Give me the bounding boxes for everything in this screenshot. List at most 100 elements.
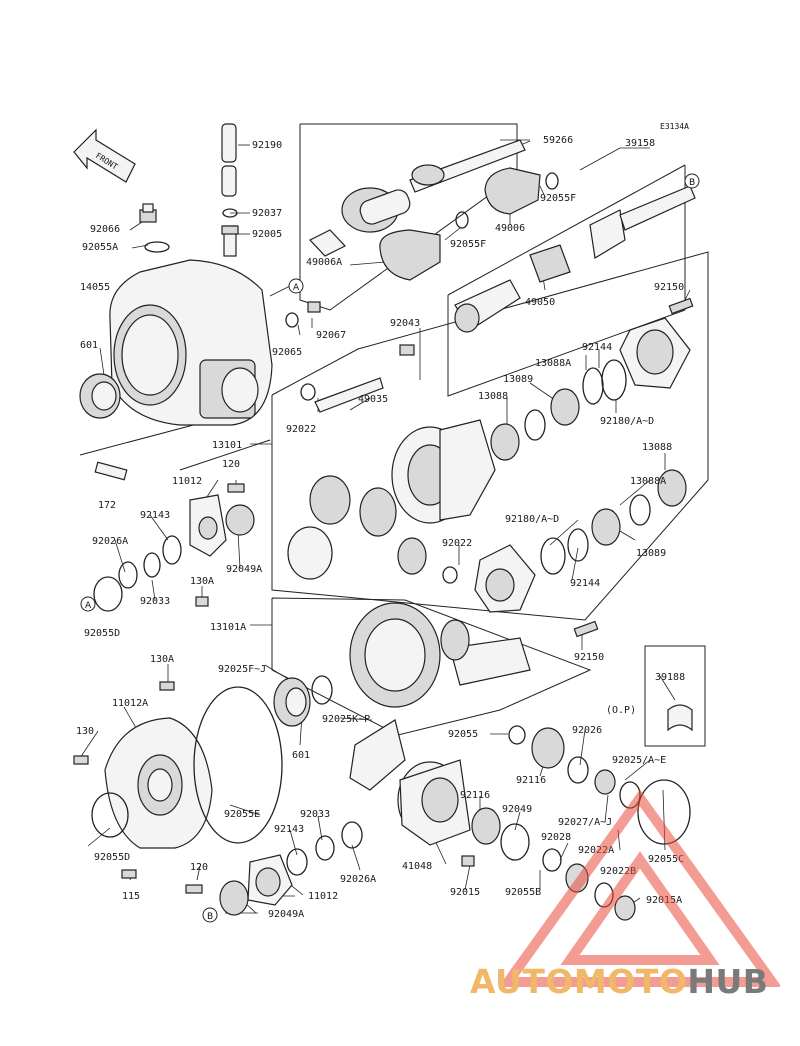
seal-part-3 [219,880,249,916]
part-label: 130 [76,726,94,737]
part-label: 92025F~J [218,664,266,675]
cap-part [399,344,415,356]
stud-part [94,461,128,481]
part-label: 601 [292,750,310,761]
part-label: 92022A [578,845,614,856]
part-label: 601 [80,340,98,351]
part-label: 14055 [80,282,110,293]
shim-part-4 [311,675,333,705]
part-label: 92180/A~D [505,514,559,525]
callout-b-top: B [684,173,700,189]
shim-ring [601,359,627,401]
part-label: 92067 [316,330,346,341]
part-label: 92144 [582,342,612,353]
part-label: 92055F [450,239,486,250]
part-label: 11012 [172,476,202,487]
oring-part-5 [637,779,691,845]
bearing-housing-part [189,494,227,557]
part-label: 92025/A~E [612,755,666,766]
part-label: 11012 [308,891,338,902]
part-label: 92026 [572,725,602,736]
differential-case [391,419,496,524]
clutch-stack [474,469,687,638]
pinion-housing [397,759,471,846]
part-label: 39158 [625,138,655,149]
washer-part [285,312,299,328]
nut-part-4 [461,855,475,867]
boot-part [379,229,441,281]
plate-part-2 [490,423,520,461]
nut-part [594,769,616,795]
bevel-gear [287,475,458,584]
svg-text:B: B [207,912,213,922]
part-label: 92026A [92,536,128,547]
seal-part [225,504,255,536]
part-label: 13088 [478,391,508,402]
part-label: 115 [122,891,140,902]
part-label: 92033 [300,809,330,820]
part-label: 92005 [252,229,282,240]
yoke-part [454,244,571,333]
ring-gear [349,602,531,708]
part-label: 92143 [140,510,170,521]
part-label: 92066 [90,224,120,235]
callout-a-left: A [80,596,96,612]
part-label: 172 [98,500,116,511]
part-label: 92055D [84,628,120,639]
disk-part [524,409,546,441]
part-label: 92144 [570,578,600,589]
output-shaft [589,185,696,259]
part-label: 13088 [642,442,672,453]
bolt-part-2 [227,483,245,493]
clip-part [222,208,238,218]
callout-b-bottom: B [202,907,218,923]
tube-part [221,123,237,197]
bolt-part-7 [121,869,137,879]
watermark-text-1: AUTOMOTO [470,962,688,1001]
part-label: 92055C [648,854,684,865]
rear-cover [104,717,213,849]
bolt-part-3 [195,596,209,607]
part-label: 92055E [224,809,260,820]
part-label: 130A [190,576,214,587]
part-label: 92033 [140,596,170,607]
oring-part-4 [508,725,526,745]
bolt-part-4 [159,681,175,691]
part-label: 92022 [442,538,472,549]
part-label: 92055F [540,193,576,204]
large-oring [193,686,283,844]
watermark-text-2: HUB [687,962,769,1001]
bearing-housing-part-2 [247,854,293,906]
seal-part-2 [500,823,530,861]
shim-part-7 [286,848,308,876]
part-label: 92143 [274,824,304,835]
part-labels: 92190 92037 92005 92066 92055A 14055 601… [76,135,685,920]
callout-a-top: A [288,278,304,294]
washer-part-2 [300,383,316,401]
part-label: 92150 [654,282,684,293]
oring-part-3 [91,792,129,838]
oring-part-6 [542,848,562,872]
part-label: 13088A [630,476,666,487]
part-label: 13101 [212,440,242,451]
gear-case-housing [109,259,273,426]
plate-part [550,388,580,426]
part-label: 92190 [252,140,282,151]
drive-shaft [309,139,526,257]
part-label: 13101A [210,622,246,633]
boot-part-2 [484,167,541,215]
part-label: 92150 [574,652,604,663]
svg-text:A: A [293,283,300,293]
part-label: 92049A [268,909,304,920]
part-label: 49006 [495,223,525,234]
part-label: 92027/A~J [558,817,612,828]
part-label: 130A [150,654,174,665]
part-label: 92025K~P [322,714,370,725]
bearing-part-2 [273,677,311,727]
part-label: 92049 [502,804,532,815]
flange-part [619,297,694,389]
part-label: 92116 [516,775,546,786]
breather-part [139,203,157,223]
